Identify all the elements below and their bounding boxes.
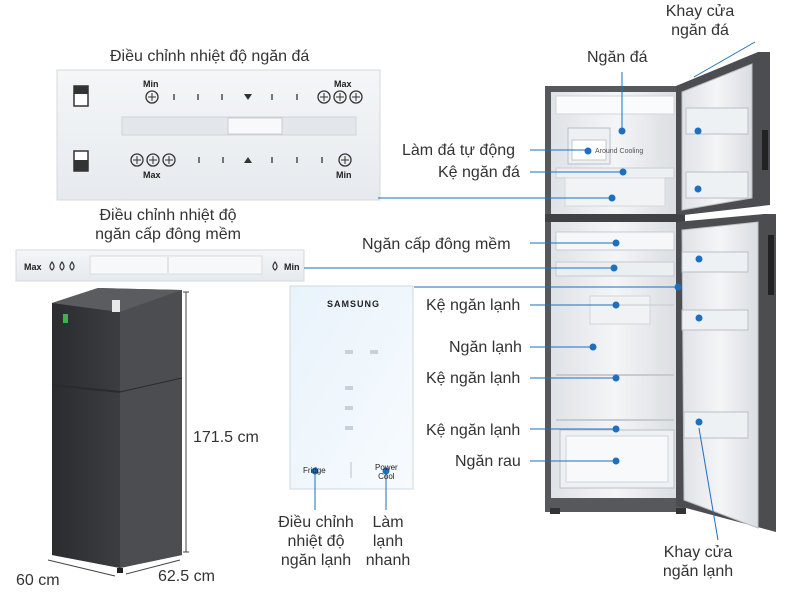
fridge-shelf-label-2: Kệ ngăn lạnh <box>426 370 521 387</box>
brand-logo: SAMSUNG <box>327 299 381 309</box>
freezer-slider-knob <box>227 117 283 135</box>
width-dimension: 60 cm <box>16 572 60 589</box>
freezer-panel-max-top: Max <box>334 79 352 89</box>
soft-freeze-label: Ngăn cấp đông mềm <box>362 236 511 253</box>
freezer-panel-max-bottom: Max <box>143 170 161 180</box>
around-cooling-text: Around Cooling <box>595 148 644 155</box>
freezer-label: Ngăn đá <box>587 49 648 66</box>
freezer-panel-min-bottom: Min <box>336 170 352 180</box>
fridge-label: Ngăn lạnh <box>449 339 522 356</box>
callout-dots <box>311 127 703 475</box>
freezer-control-title: Điều chỉnh nhiệt độ ngăn đá <box>110 48 310 65</box>
freezer-control-panel <box>56 69 381 201</box>
soft-freeze-control-title: Điều chỉnh nhiệt độ ngăn cấp đông mềm <box>95 207 241 243</box>
soft-freeze-panel <box>15 249 305 282</box>
soft-panel-min: Min <box>284 262 300 272</box>
fridge-button-label: Fridge <box>303 466 326 475</box>
fridge-shelf-label-3: Kệ ngăn lạnh <box>426 422 521 439</box>
callout-lines <box>304 41 756 541</box>
auto-ice-label: Làm đá tự động <box>402 142 516 159</box>
fridge-shelf-label-1: Kệ ngăn lạnh <box>426 297 521 314</box>
freezer-panel-min-top: Min <box>143 79 159 89</box>
freezer-shelf-label: Kệ ngăn đá <box>438 164 520 181</box>
depth-dimension: 62.5 cm <box>158 568 215 585</box>
closed-fridge-drawing <box>47 288 189 577</box>
open-fridge-drawing <box>545 52 776 532</box>
fridge-control-panel <box>289 285 414 490</box>
soft-panel-max: Max <box>24 262 42 272</box>
height-dimension: 171.5 cm <box>193 429 259 446</box>
vegetable-label: Ngăn rau <box>455 453 521 470</box>
